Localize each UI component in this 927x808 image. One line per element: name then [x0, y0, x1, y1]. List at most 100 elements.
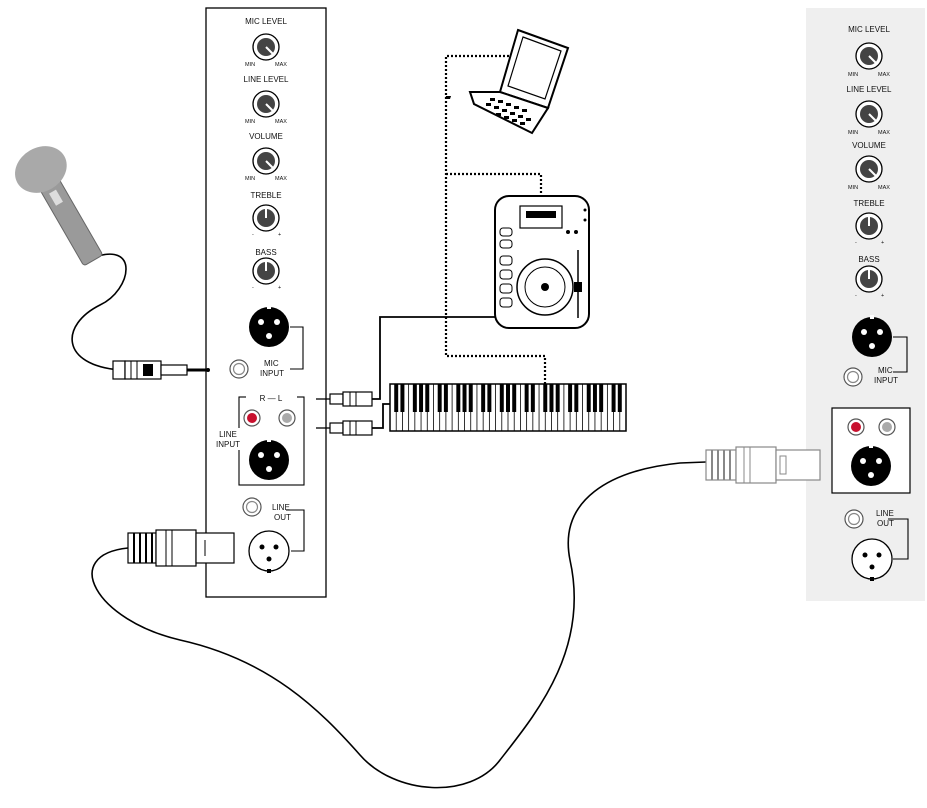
keyboard-black-key	[574, 384, 579, 412]
xlr-plug-icon	[127, 529, 235, 567]
keyboard-black-keys	[394, 384, 622, 412]
microphone-icon	[15, 146, 103, 266]
keyboard-black-key	[555, 384, 560, 412]
mic-cable	[71, 253, 127, 371]
keyboard-black-key	[419, 384, 424, 412]
second-line-out-bracket	[888, 518, 909, 560]
line-out-label: LINE	[272, 503, 290, 512]
line-out-bracket	[286, 509, 305, 552]
knob-pointer	[265, 160, 275, 170]
knob-min-label: MIN	[245, 119, 255, 125]
knob-min-label: MIN	[848, 185, 858, 191]
keyboard-black-key	[506, 384, 510, 412]
main-knob-volume[interactable]: VOLUME MIN MAX	[245, 132, 287, 182]
keyboard-black-key	[443, 384, 448, 412]
second-mic-input-label: MIC	[878, 366, 893, 375]
second-knob-label: VOLUME	[852, 141, 886, 150]
second-line-input-rca-left[interactable]	[878, 418, 896, 436]
keyboard-black-key	[611, 384, 616, 412]
second-knob-label: LINE LEVEL	[847, 85, 892, 94]
line-input-label: INPUT	[216, 440, 240, 449]
keyboard-black-key	[394, 384, 399, 412]
second-knob-line-level[interactable]: LINE LEVEL MIN MAX	[847, 85, 892, 136]
knob-pointer	[265, 103, 275, 113]
mic-bracket	[290, 326, 304, 370]
xlr-plug-icon	[705, 446, 821, 484]
main-knob-treble[interactable]: TREBLE - +	[250, 191, 281, 238]
second-knob-label: MIC LEVEL	[848, 25, 890, 34]
line-input-rca-left[interactable]	[278, 409, 296, 427]
xlr-link-cable	[91, 461, 707, 789]
keyboard-black-key	[617, 384, 622, 412]
main-knob-label: LINE LEVEL	[244, 75, 289, 84]
rl-label-bg	[246, 393, 297, 402]
knob-min-label: -	[252, 232, 254, 238]
cd-dotted-cable	[446, 172, 543, 196]
keyboard-black-key	[524, 384, 529, 412]
second-mic-bracket	[893, 336, 908, 373]
main-knob-label: MIC LEVEL	[245, 17, 287, 26]
keyboard-black-key	[586, 384, 591, 412]
keyboard-black-key	[456, 384, 461, 412]
rca-cable-right	[372, 316, 445, 400]
rca-plug-icon	[316, 420, 373, 436]
knob-min-label: MIN	[245, 62, 255, 68]
line-out-label: OUT	[274, 513, 291, 522]
main-knob-bass[interactable]: BASS - +	[252, 248, 281, 291]
rl-label: R — L	[260, 394, 283, 403]
main-mic-jack-socket[interactable]	[229, 359, 249, 379]
knob-max-label: MAX	[275, 176, 287, 182]
knob-min-label: MIN	[848, 72, 858, 78]
knob-max-label: MAX	[878, 130, 890, 136]
knob-max-label: +	[278, 232, 281, 238]
keyboard-black-key	[530, 384, 535, 412]
second-knob-bass[interactable]: BASS - +	[855, 255, 884, 299]
second-knob-treble[interactable]: TREBLE - +	[853, 199, 884, 246]
keyboard-black-key	[412, 384, 417, 412]
main-line-out-jack[interactable]	[242, 497, 262, 517]
second-mic-jack-socket[interactable]	[843, 367, 863, 387]
second-line-out-label: LINE	[876, 509, 894, 518]
second-knob-label: TREBLE	[853, 199, 884, 208]
second-knob-volume[interactable]: VOLUME MIN MAX	[848, 141, 890, 191]
line-input-rca-right[interactable]	[243, 409, 261, 427]
jack-plug-icon	[112, 360, 210, 380]
line-input-label-bg	[214, 428, 244, 450]
main-mixer-panel: MIC LEVEL MIN MAX LINE LEVEL MIN MAX VOL…	[205, 7, 327, 598]
keyboard-black-key	[512, 384, 517, 412]
main-knob-line-level[interactable]: LINE LEVEL MIN MAX	[244, 75, 289, 125]
keyboard-black-key	[499, 384, 504, 412]
second-mixer-panel: MIC LEVEL MIN MAX LINE LEVEL MIN MAX VOL…	[806, 8, 925, 601]
keyboard-black-key	[599, 384, 604, 412]
knob-pointer	[265, 46, 275, 56]
knob-max-label: +	[881, 240, 884, 246]
main-knob-mic-level[interactable]: MIC LEVEL MIN MAX	[245, 17, 287, 68]
keyboard-black-key	[400, 384, 405, 412]
keyboard-black-key	[487, 384, 492, 412]
keyboard-black-key	[462, 384, 467, 412]
keyboard-black-key	[437, 384, 442, 412]
keyboard-black-key	[568, 384, 573, 412]
rca-cable-left	[372, 403, 392, 429]
cd-player-icon	[494, 195, 590, 329]
mic-input-label: INPUT	[260, 369, 284, 378]
keyboard-black-key	[543, 384, 548, 412]
second-line-out-label: OUT	[877, 519, 894, 528]
knob-min-label: MIN	[848, 130, 858, 136]
main-knob-label: VOLUME	[249, 132, 283, 141]
knob-min-label: -	[855, 293, 857, 299]
keyboard-black-key	[549, 384, 554, 412]
knob-min-label: -	[855, 240, 857, 246]
rca-plug-icon	[316, 391, 373, 407]
second-knob-mic-level[interactable]: MIC LEVEL MIN MAX	[848, 25, 890, 78]
knob-min-label: -	[252, 285, 254, 291]
knob-max-label: MAX	[275, 62, 287, 68]
second-line-out-jack[interactable]	[844, 509, 864, 529]
main-knob-label: BASS	[255, 248, 276, 257]
second-line-input-rca-right[interactable]	[847, 418, 865, 436]
keyboard-black-key	[468, 384, 473, 412]
mic-input-label: MIC	[264, 359, 279, 368]
keyboard-black-key	[481, 384, 486, 412]
